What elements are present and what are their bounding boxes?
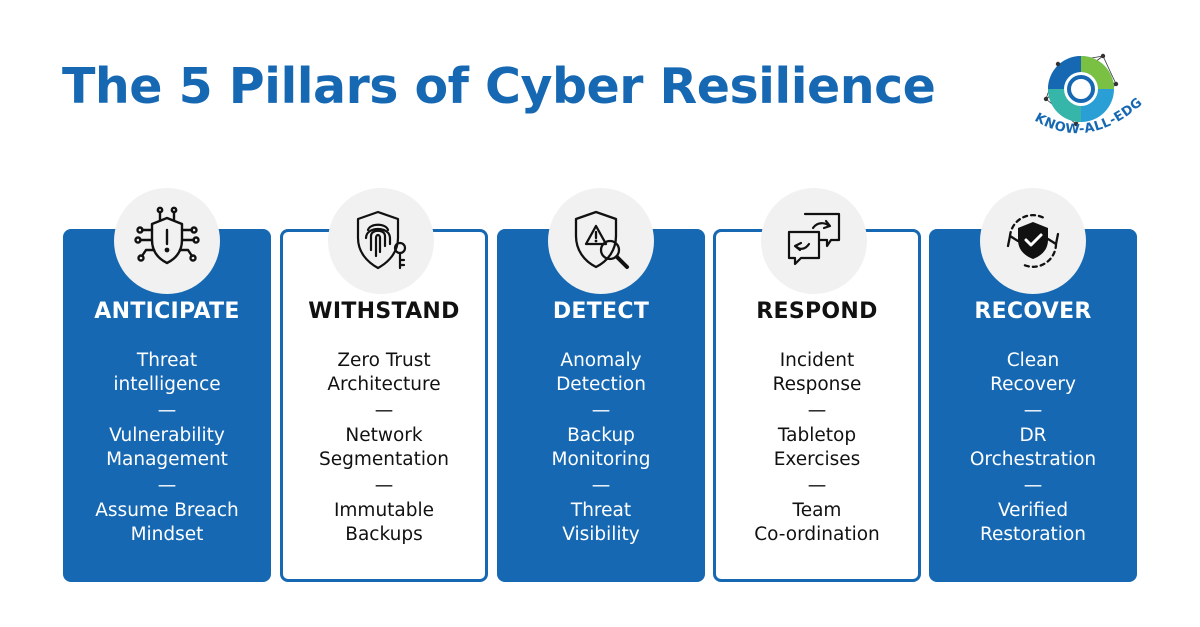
- pillar-item: Tabletop Exercises: [773, 425, 861, 470]
- pillar-item: Immutable Backups: [333, 500, 435, 545]
- shield-warning-magnifier-icon: [574, 210, 629, 269]
- pillar-item: Incident Response: [772, 350, 862, 395]
- chat-bubbles-arrows-icon: [787, 212, 841, 266]
- pillar-item: Clean Recovery: [990, 350, 1076, 395]
- pillar-item: Vulnerability Management: [106, 425, 228, 470]
- know-all-edge-logo: KNOW-ALL-EDGE: [1023, 33, 1145, 154]
- pillar-item: Verified Restoration: [980, 500, 1086, 545]
- item-separator: —: [374, 400, 394, 421]
- pillar-item: DR Orchestration: [969, 425, 1097, 470]
- item-separator: —: [591, 475, 611, 496]
- pillar-card-detect: DETECT Anomaly Detection — Backup Monitori…: [497, 188, 705, 582]
- shield-check-refresh-icon: [1006, 213, 1060, 268]
- item-separator: —: [1023, 400, 1043, 421]
- item-separator: —: [157, 400, 177, 421]
- pillar-item: Backup Monitoring: [551, 425, 651, 470]
- pillar-item: Zero Trust Architecture: [327, 350, 441, 395]
- item-separator: —: [1023, 475, 1043, 496]
- pillar-title: RECOVER: [974, 299, 1092, 324]
- pillar-title: RESPOND: [756, 299, 878, 324]
- item-separator: —: [157, 475, 177, 496]
- pillar-title: WITHSTAND: [308, 299, 460, 324]
- pillar-item: Network Segmentation: [318, 425, 450, 470]
- item-separator: —: [807, 400, 827, 421]
- pillar-items: Incident Response — Tabletop Exercises — Tea…: [716, 349, 918, 547]
- pillar-card-anticipate: ANTICIPATE Threat intelligence — Vulnerabi…: [63, 188, 271, 582]
- pillar-card-recover: RECOVER Clean Recovery — DR Orchestration —…: [929, 188, 1137, 582]
- pillar-item: Threat intelligence: [113, 350, 221, 395]
- pillar-item: Assume Breach Mindset: [95, 500, 239, 545]
- page-title: The 5 Pillars of Cyber Resilience: [62, 58, 936, 115]
- pillar-item: Anomaly Detection: [556, 350, 646, 395]
- pillar-card-withstand: WITHSTAND Zero Trust Architecture — Networ…: [280, 188, 488, 582]
- pillar-items: Zero Trust Architecture — Network Segmenta…: [283, 349, 485, 547]
- pillar-items: Anomaly Detection — Backup Monitoring — Thre…: [497, 349, 705, 547]
- item-separator: —: [591, 400, 611, 421]
- pillar-title: ANTICIPATE: [94, 299, 240, 324]
- pillar-card-respond: RESPOND Incident Response — Tabletop Exerc…: [713, 188, 921, 582]
- item-separator: —: [807, 475, 827, 496]
- pillar-items: Clean Recovery — DR Orchestration — Verified…: [929, 349, 1137, 547]
- pillar-title: DETECT: [552, 299, 650, 324]
- pillar-item: Team Co-ordination: [754, 500, 880, 545]
- fingerprint-shield-key-icon: [356, 210, 407, 270]
- pillar-item: Threat Visibility: [562, 500, 640, 545]
- item-separator: —: [374, 475, 394, 496]
- pillar-items: Threat intelligence — Vulnerability Manage…: [63, 349, 271, 547]
- shield-alert-circuit-icon: [134, 206, 200, 265]
